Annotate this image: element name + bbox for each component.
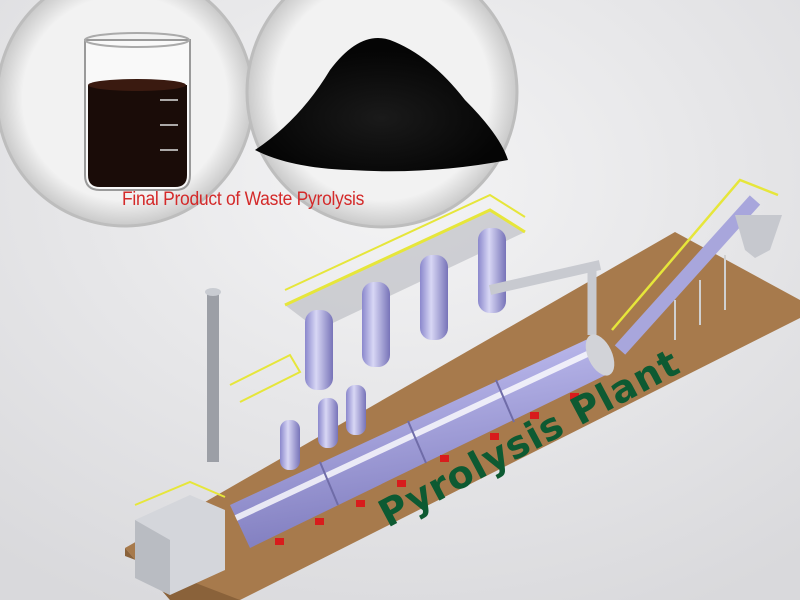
oil-beaker-photo <box>0 0 255 228</box>
condenser-structure <box>229 193 602 470</box>
chimney <box>207 292 219 462</box>
burners <box>275 393 579 545</box>
control-cabinet <box>134 480 226 595</box>
reactor <box>230 334 615 548</box>
caption-final-product: Final Product of Waste Pyrolysis <box>122 189 365 210</box>
carbon-black-photo <box>245 0 519 229</box>
feeding-conveyor <box>611 178 782 355</box>
